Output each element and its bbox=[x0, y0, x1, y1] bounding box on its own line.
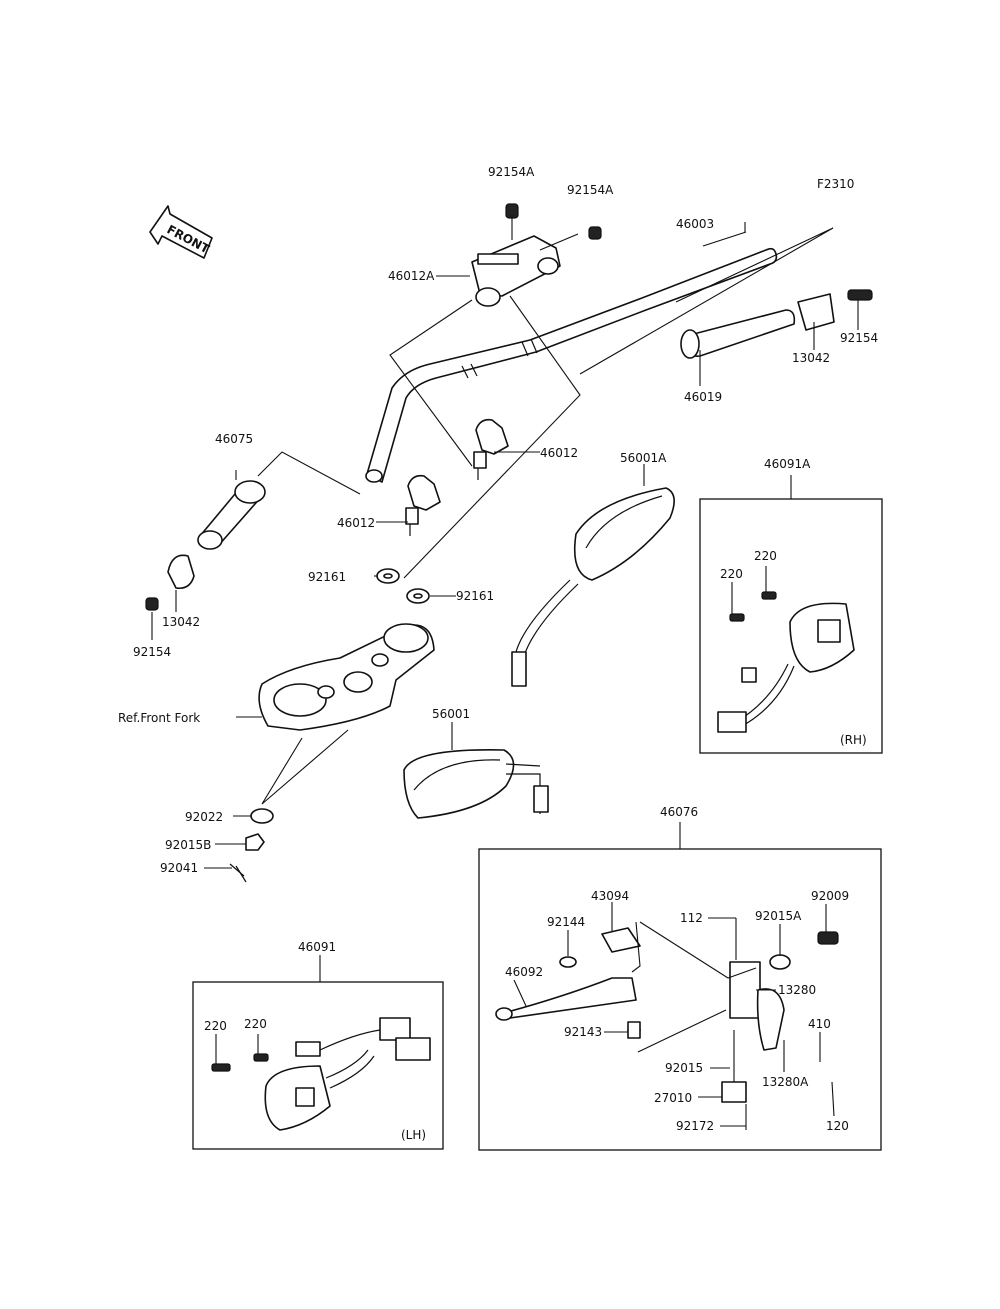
label-13280: 13280 bbox=[778, 983, 816, 997]
label-46091: 46091 bbox=[298, 940, 336, 954]
label-112: 112 bbox=[680, 911, 703, 925]
label-46012A: 46012A bbox=[388, 269, 435, 283]
figure-code: F2310 bbox=[817, 177, 854, 191]
label-46012: 46012 bbox=[337, 516, 375, 530]
label-56001A: 56001A bbox=[620, 451, 667, 465]
label-220: 220 bbox=[754, 549, 777, 563]
lh-switch-box bbox=[192, 981, 444, 1150]
mirror-right-icon bbox=[511, 487, 675, 687]
handlebar-clamp-lower-left-icon bbox=[405, 474, 441, 536]
right-switch-housing-icon bbox=[717, 602, 855, 733]
label-56001: 56001 bbox=[432, 707, 470, 721]
label-92015: 92015 bbox=[665, 1061, 703, 1075]
label-92015B: 92015B bbox=[165, 838, 211, 852]
label-46003: 46003 bbox=[676, 217, 714, 231]
label-92154A: 92154A bbox=[567, 183, 614, 197]
left-grip-icon bbox=[197, 480, 266, 550]
label-13042: 13042 bbox=[792, 351, 830, 365]
clutch-lever-icon bbox=[495, 927, 839, 1103]
label-220: 220 bbox=[720, 567, 743, 581]
right-grip-icon bbox=[680, 309, 796, 359]
label-13280A: 13280A bbox=[762, 1075, 809, 1089]
handlebar-clamp-upper-icon bbox=[471, 235, 561, 307]
front-direction-arrow-icon: FRONT bbox=[149, 205, 213, 259]
label-92154A: 92154A bbox=[488, 165, 535, 179]
label-92143: 92143 bbox=[564, 1025, 602, 1039]
label-92172: 92172 bbox=[676, 1119, 714, 1133]
label-92144: 92144 bbox=[547, 915, 585, 929]
label-43094: 43094 bbox=[591, 889, 629, 903]
label-27010: 27010 bbox=[654, 1091, 692, 1105]
label-92009: 92009 bbox=[811, 889, 849, 903]
label-92015A: 92015A bbox=[755, 909, 802, 923]
label-120: 120 bbox=[826, 1119, 849, 1133]
label-410: 410 bbox=[808, 1017, 831, 1031]
label-46012: 46012 bbox=[540, 446, 578, 460]
mirror-left-icon bbox=[403, 749, 549, 819]
label-46075: 46075 bbox=[215, 432, 253, 446]
label-rh: (RH) bbox=[840, 733, 867, 747]
bar-end-weight-right-icon bbox=[797, 293, 835, 331]
label-92154: 92154 bbox=[133, 645, 171, 659]
handlebar-clamp-lower-right-icon bbox=[473, 418, 509, 480]
label-220: 220 bbox=[244, 1017, 267, 1031]
upper-triple-clamp-icon bbox=[258, 623, 435, 731]
label-92161: 92161 bbox=[308, 570, 346, 584]
bar-end-weight-left-icon bbox=[167, 554, 195, 590]
label-46092: 46092 bbox=[505, 965, 543, 979]
label-92022: 92022 bbox=[185, 810, 223, 824]
label-13042: 13042 bbox=[162, 615, 200, 629]
label-46076: 46076 bbox=[660, 805, 698, 819]
label-46091A: 46091A bbox=[764, 457, 811, 471]
left-switch-housing-icon bbox=[264, 1017, 431, 1131]
label-92041: 92041 bbox=[160, 861, 198, 875]
label-92161: 92161 bbox=[456, 589, 494, 603]
handlebar-icon bbox=[365, 247, 778, 483]
label-ref-front-fork: Ref.Front Fork bbox=[118, 711, 200, 725]
label-lh: (LH) bbox=[401, 1128, 426, 1142]
label-46019: 46019 bbox=[684, 390, 722, 404]
label-220: 220 bbox=[204, 1019, 227, 1033]
label-92154: 92154 bbox=[840, 331, 878, 345]
